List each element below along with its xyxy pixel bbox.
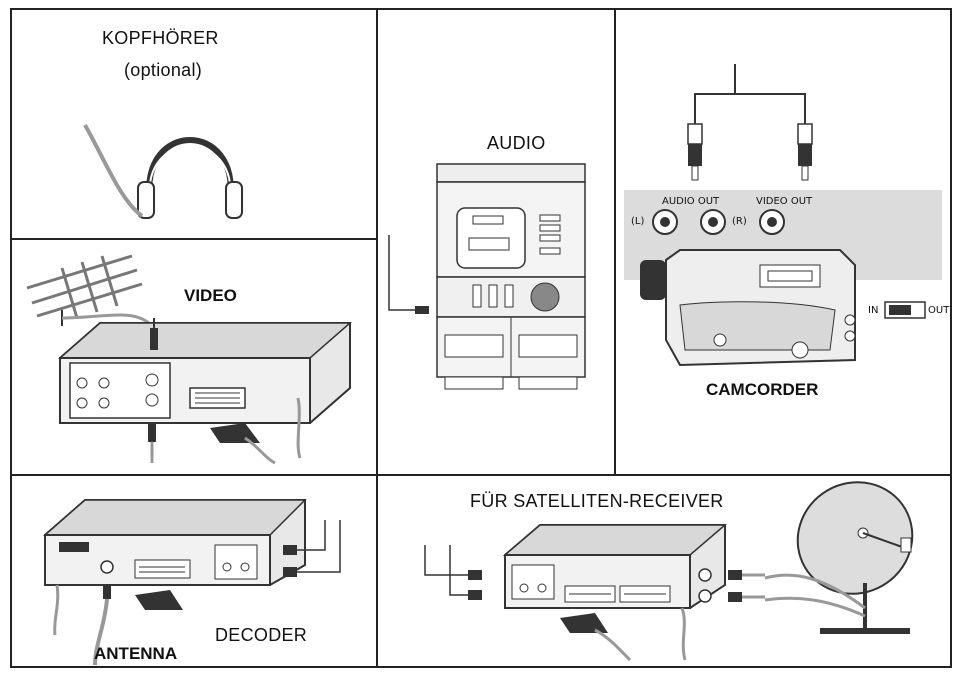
audio-title: AUDIO	[487, 133, 546, 153]
satellite-dish-icon	[764, 481, 914, 634]
divider-horizontal-left	[10, 238, 377, 240]
camcorder-jacks	[652, 209, 785, 235]
headphones-title: KOPFHÖRER	[102, 28, 219, 48]
camcorder-icon	[640, 249, 856, 367]
vcr-icon	[58, 318, 352, 465]
switch-out-label: OUT	[928, 305, 950, 316]
antenna-label: ANTENNA	[94, 644, 178, 663]
satellite-title: FÜR SATELLITEN-RECEIVER	[470, 491, 724, 511]
divider-horizontal-main	[10, 474, 952, 476]
satellite-receiver-icon	[424, 524, 765, 662]
video-out-label: VIDEO OUT	[756, 196, 813, 207]
switch-in-label: IN	[868, 305, 879, 316]
rca-plug-icon	[687, 123, 703, 181]
in-out-switch-icon	[884, 301, 926, 319]
video-title: VIDEO	[184, 286, 237, 305]
divider-vertical-2	[614, 8, 616, 476]
camcorder-title: CAMCORDER	[706, 380, 819, 399]
audio-out-label: AUDIO OUT	[662, 196, 720, 207]
headphones-icon	[83, 124, 243, 219]
left-channel-label: (L)	[631, 216, 645, 227]
yagi-antenna-icon	[26, 254, 151, 326]
decoder-box-icon	[43, 499, 341, 666]
divider-vertical-bottom	[376, 474, 378, 668]
diagram-frame	[10, 8, 952, 668]
decoder-label: DECODER	[215, 625, 308, 645]
divider-vertical-1	[376, 8, 378, 476]
stereo-system-icon	[388, 163, 586, 390]
camcorder-cables	[687, 64, 813, 181]
headphones-subtitle: (optional)	[124, 60, 203, 80]
right-channel-label: (R)	[732, 216, 747, 227]
